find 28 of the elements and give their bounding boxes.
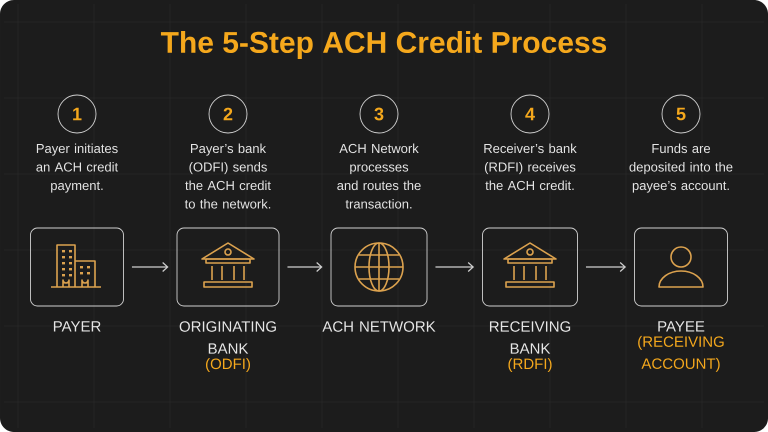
step-number: 1 xyxy=(58,94,96,134)
step-box: PAYER xyxy=(30,228,124,332)
step-description: ACH Network processes and routes the transaction. xyxy=(337,144,421,209)
arrow xyxy=(132,262,169,272)
step-box: RECEIVING BANK (RDFI) xyxy=(482,228,578,372)
node-label: PAYEE xyxy=(658,321,704,332)
node-label: (RECEIVING ACCOUNT) xyxy=(638,336,724,372)
step-description: Payer initiates an ACH credit payment. xyxy=(36,144,118,193)
step-number: 5 xyxy=(662,94,700,134)
step-number: 3 xyxy=(360,94,398,134)
step-number: 4 xyxy=(510,94,550,134)
node-label: (RDFI) xyxy=(508,358,552,372)
step-box: ORIGINATING BANK (ODFI) xyxy=(176,228,280,372)
step-number: 2 xyxy=(208,94,248,134)
step-description: Receiver’s bank (RDFI) receives the ACH credit. xyxy=(484,144,577,190)
step-description: Payer’s bank (ODFI) sends the ACH credit to the network. xyxy=(184,144,271,209)
title: The 5-Step ACH Credit Process xyxy=(160,31,606,59)
step-box: PAYEE (RECEIVING ACCOUNT) xyxy=(634,228,728,372)
arrow xyxy=(435,262,474,272)
node-label: RECEIVING BANK xyxy=(490,321,570,354)
node-label: (ODFI) xyxy=(206,358,250,372)
node-label: ACH NETWORK xyxy=(322,321,436,332)
step-description: Funds are deposited into the payee’s account. xyxy=(630,144,732,193)
arrow xyxy=(586,262,626,272)
arrow xyxy=(287,262,323,272)
step-box: ACH NETWORK xyxy=(322,228,436,332)
node-label: PAYER xyxy=(54,321,101,332)
node-label: ORIGINATING BANK xyxy=(180,321,276,354)
